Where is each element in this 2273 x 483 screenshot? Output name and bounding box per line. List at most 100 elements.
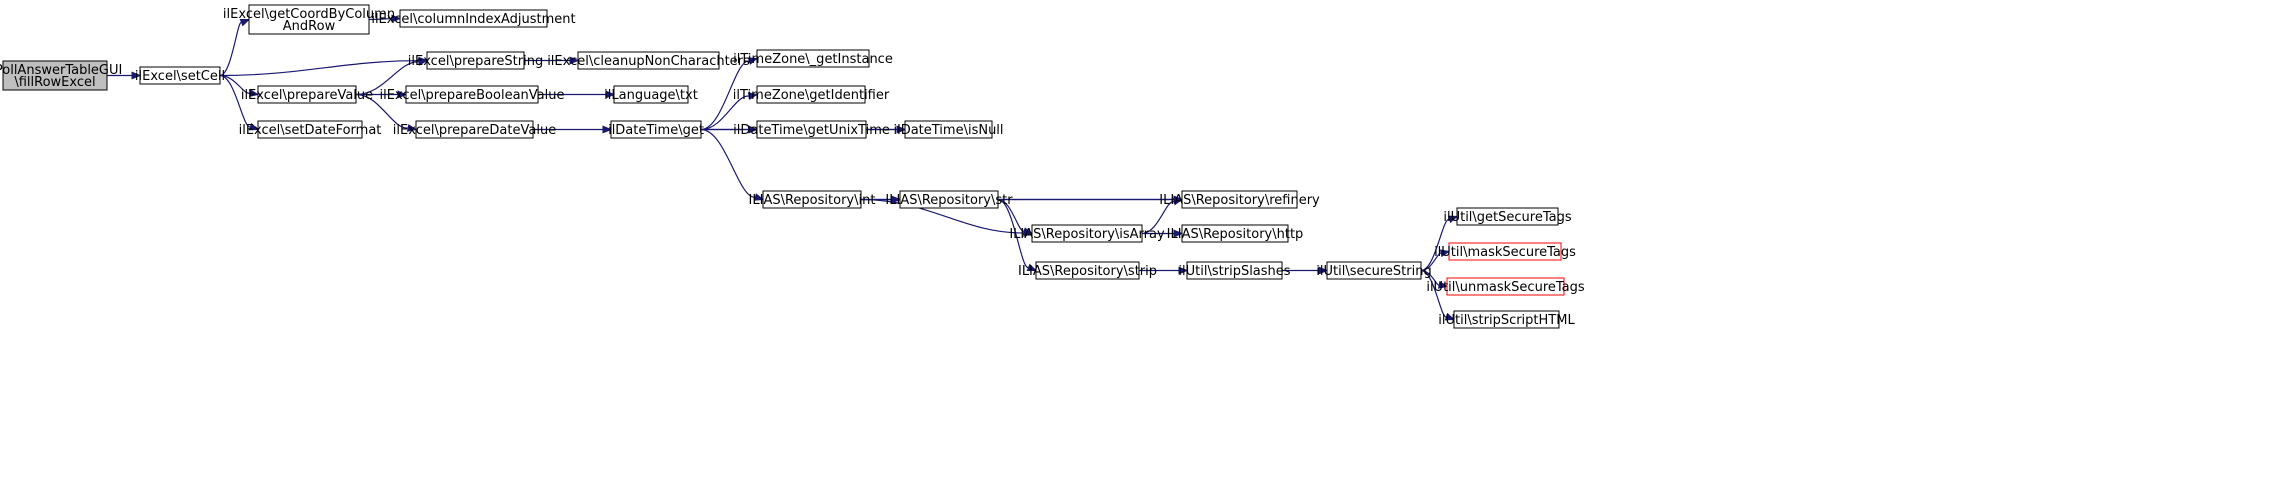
node-is-null[interactable]: ilDateTime\isNull: [893, 120, 1004, 139]
node-label-line: ILIAS\Repository\int: [749, 193, 876, 208]
arrowhead: [417, 57, 429, 66]
node-box: [1456, 207, 1559, 226]
arrowhead: [1026, 263, 1038, 272]
arrowhead: [1437, 281, 1449, 289]
node-box: [1031, 224, 1143, 243]
node-label-line: ilExcel\prepareValue: [241, 88, 373, 103]
node-prepare-value[interactable]: ilExcel\prepareValue: [241, 85, 373, 104]
node-repo-str[interactable]: ILIAS\Repository\str: [885, 190, 1013, 209]
node-get-unix-time[interactable]: ilDateTime\getUnixTime: [733, 120, 890, 139]
node-label-line: ilTimeZone\getIdentifier: [733, 88, 890, 103]
node-box: [1453, 310, 1560, 329]
node-fill-row-excel[interactable]: ilPollAnswerTableGUI\fillRowExcel: [0, 60, 122, 91]
arrowhead: [896, 125, 907, 134]
arrowhead: [602, 125, 613, 134]
node-repo-strip[interactable]: ILIAS\Repository\strip: [1018, 261, 1157, 280]
edge-prepare-date-value-to-date-time-get: [533, 125, 613, 134]
node-prepare-boolean-value[interactable]: ilExcel\prepareBooleanValue: [380, 85, 565, 104]
node-label-line: ilPollAnswerTableGUI: [0, 63, 122, 78]
edge-set-cell-to-set-date-format: [219, 74, 260, 131]
edge-line: [1141, 200, 1175, 235]
node-box: [1326, 261, 1422, 280]
edge-prepare-string-to-cleanup-non-charachters: [523, 56, 580, 65]
arrowhead: [1444, 312, 1456, 321]
node-box: [426, 51, 525, 70]
edge-secure-string-to-get-secure-tags: [1420, 215, 1459, 272]
node-box: [2, 60, 108, 91]
node-tz-get-identifier[interactable]: ilTimeZone\getIdentifier: [733, 85, 890, 104]
node-box: [756, 85, 866, 104]
node-repo-refinery[interactable]: ILIAS\Repository\refinery: [1159, 190, 1320, 209]
arrowhead: [1447, 215, 1459, 224]
node-label-line: ilExcel\getCoordByColumn: [223, 7, 395, 22]
edge-secure-string-to-mask-secure-tags: [1420, 249, 1451, 272]
arrowhead: [391, 14, 402, 23]
node-label-line: ILIAS\Repository\isArray: [1009, 227, 1165, 242]
node-repo-int[interactable]: ILIAS\Repository\int: [749, 190, 876, 209]
node-tz-get-instance[interactable]: ilTimeZone\_getInstance: [733, 49, 893, 68]
node-label-line: ilExcel\setDateFormat: [239, 123, 382, 138]
node-repo-is-array[interactable]: ILIAS\Repository\isArray: [1009, 224, 1165, 243]
node-mask-secure-tags[interactable]: ilUtil\maskSecureTags: [1434, 242, 1576, 261]
node-date-time-get[interactable]: ilDateTime\get: [608, 120, 704, 139]
edge-line: [219, 60, 420, 77]
node-label-line: ilDateTime\isNull: [893, 123, 1003, 138]
arrowhead: [1178, 266, 1189, 275]
edge-line: [219, 74, 252, 128]
node-set-date-format[interactable]: ilExcel\setDateFormat: [239, 120, 382, 139]
edge-date-time-get-to-repo-int: [700, 128, 765, 201]
arrowhead: [239, 18, 251, 27]
node-get-secure-tags[interactable]: ilUtil\getSecureTags: [1443, 207, 1572, 226]
node-cleanup-non-charachters[interactable]: ilExcel\cleanupNonCharachters: [547, 51, 750, 70]
node-box: [1448, 242, 1562, 261]
node-box: [762, 190, 862, 209]
node-prepare-string[interactable]: ilExcel\prepareString: [408, 51, 543, 70]
node-box: [756, 120, 867, 139]
node-strip-slashes[interactable]: ilUtil\stripSlashes: [1178, 261, 1291, 280]
edge-line: [1420, 269, 1448, 318]
arrowhead: [1172, 197, 1184, 206]
arrowhead: [406, 124, 418, 132]
edge-repo-is-array-to-repo-refinery: [1141, 197, 1184, 235]
node-layer: ilPollAnswerTableGUI\fillRowExcel ilExcel…: [0, 4, 1585, 329]
node-label-line: ILIAS\Repository\str: [885, 193, 1013, 208]
node-label-line: ilExcel\cleanupNonCharachters: [547, 54, 750, 69]
node-label-line: ilExcel\columnIndexAdjustment: [371, 12, 575, 27]
edge-get-unix-time-to-is-null: [866, 125, 907, 134]
node-box: [248, 4, 370, 35]
edge-prepare-boolean-value-to-language-txt: [537, 90, 616, 99]
arrowhead: [1022, 227, 1034, 235]
node-unmask-secure-tags[interactable]: ilUtil\unmaskSecureTags: [1426, 277, 1585, 296]
node-box: [610, 120, 702, 139]
edge-get-coord-by-column-and-row-to-column-index-adjustment: [368, 14, 402, 23]
node-strip-script-html[interactable]: ilUtil\stripScriptHTML: [1438, 310, 1575, 329]
edge-line: [1420, 218, 1451, 272]
node-box: [405, 85, 539, 104]
node-label-line: ilUtil\getSecureTags: [1443, 210, 1571, 225]
node-secure-string[interactable]: ilUtil\secureString: [1316, 261, 1432, 280]
node-label-line: ilUtil\stripSlashes: [1178, 264, 1290, 279]
arrowhead: [1439, 249, 1451, 258]
edge-prepare-value-to-prepare-string: [355, 57, 429, 96]
node-label-line: ILIAS\Repository\strip: [1018, 264, 1157, 279]
edge-line: [997, 198, 1030, 269]
node-label-line: ilUtil\maskSecureTags: [1434, 245, 1576, 260]
node-box: [899, 190, 999, 209]
node-repo-http[interactable]: ILIAS\Repository\http: [1167, 224, 1304, 243]
edge-date-time-get-to-tz-get-instance: [700, 57, 759, 131]
node-label-line: ilExcel\prepareDateValue: [393, 123, 556, 138]
node-label-line: \fillRowExcel: [14, 75, 95, 90]
node-prepare-date-value[interactable]: ilExcel\prepareDateValue: [393, 120, 556, 139]
node-column-index-adjustment[interactable]: ilExcel\columnIndexAdjustment: [371, 9, 576, 28]
edge-line: [1420, 252, 1442, 272]
edge-repo-str-to-repo-strip: [997, 198, 1038, 272]
arrowhead: [747, 92, 759, 101]
edge-line: [219, 21, 243, 77]
edge-line: [700, 60, 750, 131]
node-set-cell[interactable]: ilExcel\setCell: [135, 66, 225, 85]
node-language-txt[interactable]: ilLanguage\txt: [604, 85, 698, 104]
edge-repo-is-array-to-repo-http: [1141, 229, 1184, 238]
node-label-line: ILIAS\Repository\refinery: [1159, 193, 1320, 208]
